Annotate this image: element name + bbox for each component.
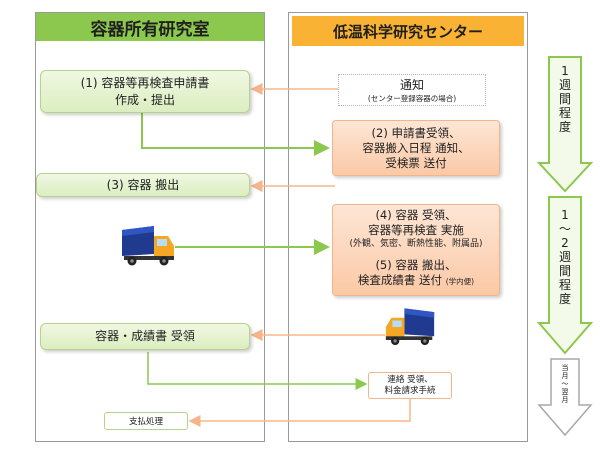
timeline-arrow-1: [536, 56, 594, 193]
billing-box: 連絡 受領、 料金請求手続: [368, 372, 452, 399]
contact-line2: 料金請求手続: [384, 385, 436, 396]
step4-line2: 容器等再検査 実施: [368, 223, 464, 237]
timeline-char: 1: [561, 208, 569, 222]
timeline-char: 当: [561, 364, 569, 372]
step5-line1: (5) 容器 搬出、: [375, 258, 457, 272]
timeline-char: 間: [558, 264, 571, 278]
contact-line1: 連絡 受領、: [387, 374, 433, 385]
timeline-char: 度: [558, 120, 571, 134]
timeline-label-2: 1 〜 2 週 間 程 度: [555, 208, 575, 306]
timeline-char: 程: [558, 106, 571, 120]
step2-line1: (2) 申請書受領、: [371, 125, 461, 140]
notice-line2: (センター登録容器の場合): [367, 94, 457, 103]
step2-line2: 容器搬入日程 通知、: [362, 140, 470, 155]
step3-label: (3) 容器 搬出: [106, 177, 180, 192]
truck-icon: [122, 226, 174, 266]
truck-icon: [385, 308, 435, 346]
notice-line1: 通知: [399, 78, 424, 92]
timeline-char: 〜: [558, 222, 571, 236]
timeline-arrows: [536, 56, 594, 437]
timeline-char: 度: [558, 292, 571, 306]
timeline-char: 週: [558, 78, 571, 92]
timeline-char: 月: [561, 396, 569, 404]
payment-box: 支払処理: [104, 412, 188, 430]
timeline-char: 週: [558, 250, 571, 264]
step1-line1: (1) 容器等再検査申請書: [80, 75, 210, 90]
step4-5-inspection-box: (4) 容器 受領、 容器等再検査 実施 (外観、気密、断熱性能、附属品) (5…: [332, 204, 500, 296]
arrow-contact-to-payment: [188, 399, 411, 427]
receive-label: 容器・成績書 受領: [95, 329, 195, 343]
step5-line2: 検査成績書 送付: [357, 273, 443, 287]
center-lane-title: 低温科学研究センター: [292, 16, 524, 46]
timeline-char: 程: [558, 278, 571, 292]
timeline-char: 間: [558, 92, 571, 106]
receive-box: 容器・成績書 受領: [40, 323, 250, 350]
step4-line1: (4) 容器 受領、: [375, 208, 457, 222]
payment-label: 支払処理: [128, 417, 163, 427]
timeline-char: 〜: [561, 380, 569, 388]
step4-line3: (外観、気密、断熱性能、附属品): [349, 239, 483, 249]
timeline-arrow-2: [536, 196, 594, 355]
step2-line3: 受検票 送付: [385, 155, 447, 170]
step1-line2: 作成・提出: [114, 92, 175, 107]
lab-lane: [35, 12, 265, 442]
center-lane: [288, 12, 528, 442]
timeline-char: 翌: [561, 388, 569, 396]
timeline-label-3: 当 月 〜 翌 月: [556, 364, 574, 404]
timeline-label-1: 1 週 間 程 度: [555, 64, 575, 134]
timeline-char: 1: [561, 64, 569, 78]
arrow-step1-to-step2: [141, 113, 330, 156]
lab-lane-title: 容器所有研究室: [36, 13, 264, 41]
step5-note: (学内便): [445, 277, 475, 286]
arrow-receive-to-contact: [147, 352, 368, 390]
timeline-arrow-3: [537, 358, 593, 437]
notice-box: 通知 (センター登録容器の場合): [338, 74, 486, 106]
timeline-char: 2: [561, 236, 569, 250]
step2-receipt-box: (2) 申請書受領、 容器搬入日程 通知、 受検票 送付: [332, 120, 500, 176]
step3-shipout-box: (3) 容器 搬出: [36, 173, 250, 197]
step1-application-box: (1) 容器等再検査申請書 作成・提出: [40, 70, 250, 113]
timeline-char: 月: [561, 372, 569, 380]
